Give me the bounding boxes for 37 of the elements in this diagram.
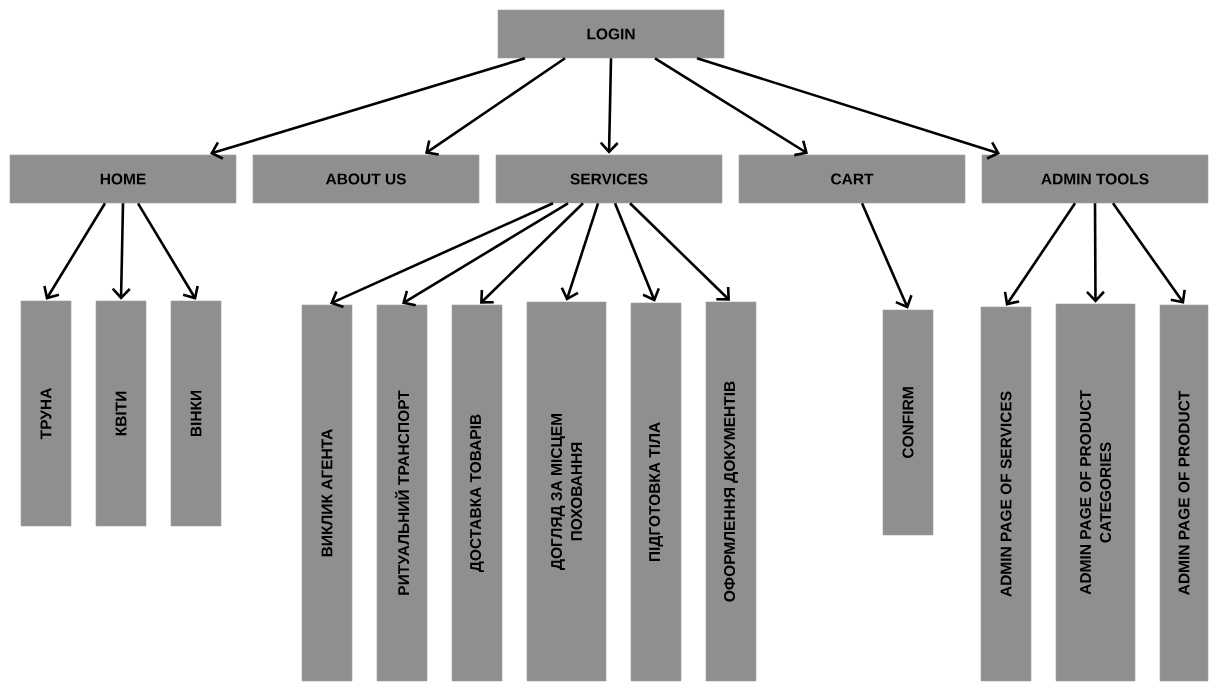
page-box: КВІТИ xyxy=(95,300,147,527)
arrow xyxy=(860,202,913,309)
page-box: CART xyxy=(738,154,966,204)
page-box: ABOUT US xyxy=(252,154,480,204)
page-box: ТРУНА xyxy=(20,300,72,527)
page-box: SERVICES xyxy=(495,154,723,204)
arrow xyxy=(1111,202,1186,304)
arrow xyxy=(402,202,569,307)
arrow xyxy=(613,202,660,302)
page-box: ADMIN PAGE OF PRODUCT xyxy=(1159,304,1209,682)
page-box: ADMIN PAGE OF SERVICES xyxy=(980,306,1032,682)
page-box: ДОГЛЯД ЗА МІСЦЕМ ПОХОВАННЯ xyxy=(526,301,607,682)
page-box: ДОСТАВКА ТОВАРІВ xyxy=(451,304,503,682)
page-box: ВІНКИ xyxy=(170,300,222,527)
page-box: РИТУАЛЬНИЙ ТРАНСПОРТ xyxy=(376,304,428,682)
arrow xyxy=(210,57,526,160)
arrow xyxy=(696,57,1000,160)
page-box: CONFIRM xyxy=(882,309,934,536)
arrow xyxy=(654,57,808,157)
page-box: HOME xyxy=(9,154,237,204)
arrow xyxy=(43,202,107,300)
arrow xyxy=(136,202,199,300)
page-box: ОФОРМЛЕННЯ ДОКУМЕНТІВ xyxy=(705,301,757,682)
page-box: ВИКЛИК АГЕНТА xyxy=(301,304,353,682)
arrow xyxy=(1086,203,1105,303)
page-box: ADMIN TOOLS xyxy=(981,154,1209,204)
arrow xyxy=(111,203,131,300)
arrow xyxy=(629,202,730,301)
arrow xyxy=(1003,202,1077,306)
arrow xyxy=(330,202,554,309)
arrow xyxy=(425,57,566,156)
arrow xyxy=(560,202,600,301)
page-box: LOGIN xyxy=(497,9,725,59)
arrow xyxy=(480,202,584,304)
page-box: ADMIN PAGE OF PRODUCT CATEGORIES xyxy=(1055,303,1136,682)
page-box: ПІДГОТОВКА ТІЛА xyxy=(630,302,682,682)
arrow xyxy=(599,58,619,154)
